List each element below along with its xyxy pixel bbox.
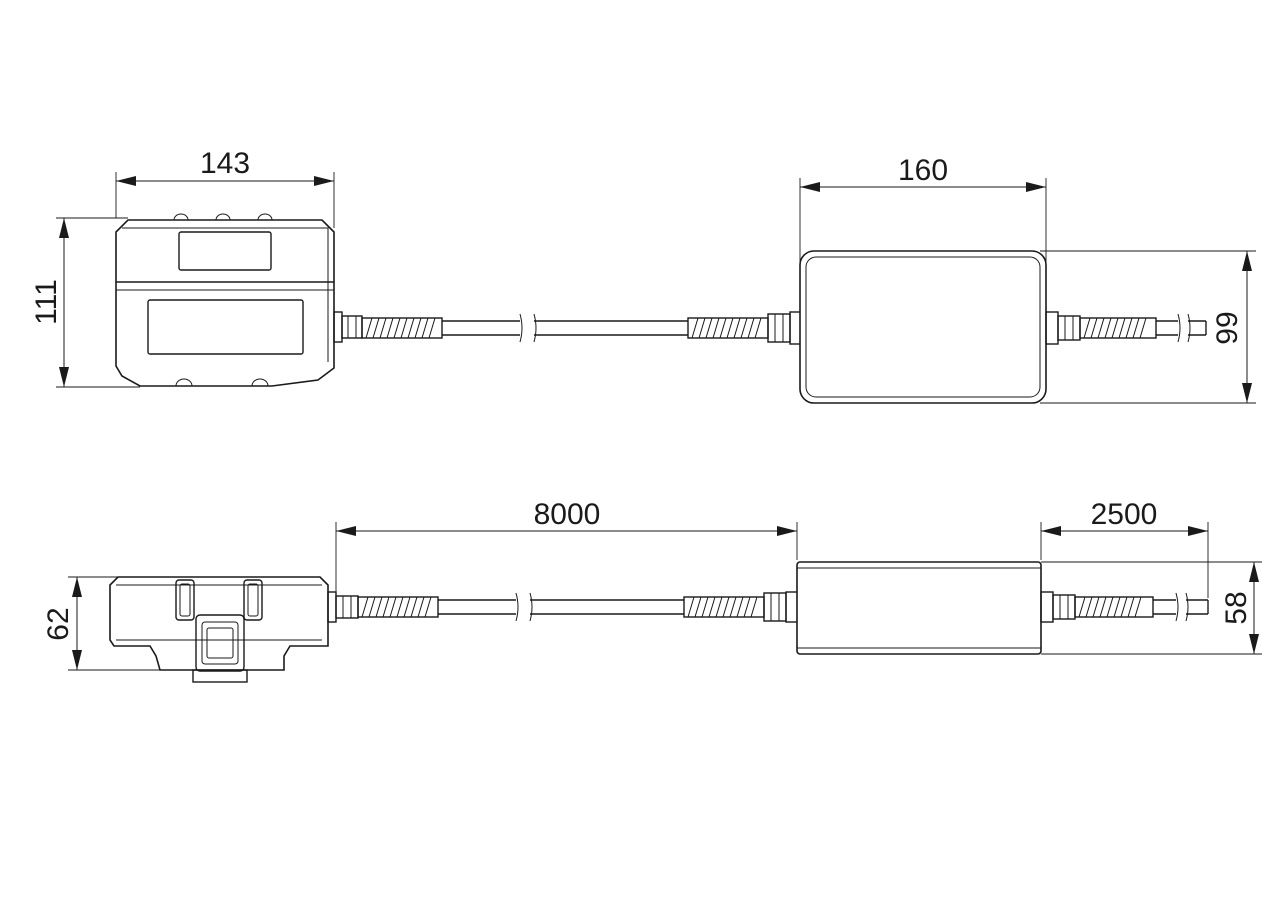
- dim-side-psu-height: 58: [1041, 561, 1262, 655]
- dim-top-module-width: 143: [115, 147, 335, 228]
- dim-label-62: 62: [42, 607, 75, 640]
- dim-top-module-height: 111: [30, 217, 140, 388]
- dim-label-58: 58: [1220, 591, 1253, 624]
- dim-top-psu-width: 160: [799, 154, 1047, 262]
- dim-label-99: 99: [1211, 311, 1244, 344]
- top-cable: [361, 311, 803, 345]
- dim-cable-length-1: 8000: [335, 498, 798, 592]
- dim-label-2500: 2500: [1091, 498, 1158, 531]
- side-cable: [357, 591, 799, 623]
- top-psu: [799, 250, 1207, 404]
- dim-label-111: 111: [30, 279, 63, 325]
- dim-label-8000: 8000: [534, 498, 601, 531]
- side-psu: [796, 561, 1209, 655]
- dim-side-module-height: 62: [42, 576, 160, 671]
- side-module: [109, 576, 359, 683]
- top-view: 143 111 160 99: [30, 147, 1256, 404]
- side-view: 8000 2500 62 58: [42, 498, 1262, 683]
- dim-cable-length-2: 2500: [1040, 498, 1209, 598]
- dim-label-143: 143: [200, 147, 250, 180]
- dim-label-160: 160: [898, 154, 948, 187]
- dim-top-psu-height: 99: [1040, 250, 1256, 404]
- top-module: [115, 213, 363, 387]
